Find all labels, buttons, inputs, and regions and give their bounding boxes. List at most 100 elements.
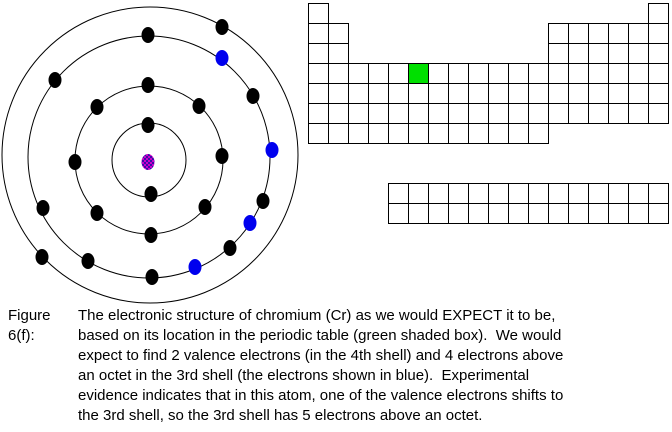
orbit-shell-4	[1, 6, 299, 304]
figure-graphic	[1, 3, 669, 304]
electron-black	[145, 269, 159, 285]
element-cell-fblock	[468, 203, 489, 224]
element-cell	[568, 23, 589, 44]
electron-blue	[215, 50, 229, 66]
element-cell	[628, 63, 649, 84]
element-cell	[648, 3, 669, 24]
electron-blue	[265, 142, 279, 158]
element-cell	[428, 123, 449, 144]
element-cell-fblock	[608, 183, 629, 204]
element-cell	[448, 123, 469, 144]
element-cell-fblock	[568, 183, 589, 204]
periodic-table-outline	[308, 3, 669, 224]
element-cell	[548, 83, 569, 104]
element-cell	[468, 103, 489, 124]
element-cell-fblock	[528, 203, 549, 224]
element-cell	[348, 123, 369, 144]
element-cell	[348, 103, 369, 124]
element-cell	[388, 123, 409, 144]
caption-line-4: an octet in the 3rd shell (the electrons…	[78, 367, 530, 384]
element-cell	[328, 103, 349, 124]
element-cell	[308, 103, 329, 124]
element-cell-fblock	[508, 183, 529, 204]
element-cell	[648, 43, 669, 64]
caption-line-1: The electronic structure of chromium (Cr…	[78, 307, 556, 324]
element-cell	[408, 83, 429, 104]
element-cell	[588, 43, 609, 64]
element-cell-fblock	[608, 203, 629, 224]
electron-black	[35, 249, 49, 265]
element-cell	[568, 43, 589, 64]
element-cell	[368, 63, 389, 84]
element-cell	[628, 103, 649, 124]
element-cell	[428, 103, 449, 124]
chromium-highlight-cell	[408, 63, 429, 84]
element-cell	[528, 63, 549, 84]
figure-caption: Figure 6(f): The electronic structure of…	[8, 306, 563, 426]
element-cell	[468, 123, 489, 144]
element-cell	[388, 103, 409, 124]
electron-blue	[188, 259, 202, 275]
element-cell-fblock	[588, 203, 609, 224]
element-cell	[608, 23, 629, 44]
element-cell	[528, 83, 549, 104]
element-cell	[628, 83, 649, 104]
element-cell-fblock	[588, 183, 609, 204]
caption-line-6: the 3rd shell, so the 3rd shell has 5 el…	[78, 407, 483, 424]
element-cell-fblock	[508, 203, 529, 224]
element-cell	[308, 3, 329, 24]
element-cell	[628, 43, 649, 64]
element-cell	[648, 23, 669, 44]
element-cell	[588, 63, 609, 84]
nucleus	[141, 154, 155, 170]
element-cell	[608, 43, 629, 64]
electron-black	[215, 19, 229, 35]
electron-blue	[243, 215, 257, 231]
caption-line-5: evidence indicates that in this atom, on…	[78, 387, 564, 404]
element-cell-fblock	[488, 203, 509, 224]
element-cell	[328, 83, 349, 104]
element-cell	[568, 83, 589, 104]
element-cell	[448, 83, 469, 104]
element-cell-fblock	[408, 183, 429, 204]
figure-caption-text: The electronic structure of chromium (Cr…	[78, 306, 563, 426]
electron-black	[246, 88, 260, 104]
element-cell	[388, 63, 409, 84]
electron-black	[68, 154, 82, 170]
element-cell	[468, 83, 489, 104]
element-cell	[348, 63, 369, 84]
element-cell	[428, 63, 449, 84]
element-cell	[588, 23, 609, 44]
electron-black	[141, 27, 155, 43]
element-cell-fblock	[628, 203, 649, 224]
element-cell	[568, 103, 589, 124]
element-cell	[448, 103, 469, 124]
electron-black	[81, 253, 95, 269]
electron-black	[192, 98, 206, 114]
element-cell	[648, 63, 669, 84]
element-cell	[328, 43, 349, 64]
caption-line-3: expect to find 2 valence electrons (in t…	[78, 347, 564, 364]
element-cell	[608, 103, 629, 124]
electron-black	[215, 148, 229, 164]
element-cell	[488, 83, 509, 104]
element-cell	[328, 123, 349, 144]
element-cell-fblock	[548, 183, 569, 204]
element-cell	[308, 43, 329, 64]
element-cell	[608, 63, 629, 84]
element-cell	[648, 103, 669, 124]
figure-caption-label: Figure 6(f):	[8, 307, 51, 344]
element-cell	[488, 63, 509, 84]
element-cell-fblock	[528, 183, 549, 204]
caption-line-2: based on its location in the periodic ta…	[78, 327, 562, 344]
element-cell	[328, 23, 349, 44]
element-cell	[648, 83, 669, 104]
element-cell-fblock	[448, 203, 469, 224]
element-cell-fblock	[628, 183, 649, 204]
element-cell	[308, 123, 329, 144]
element-cell-fblock	[488, 183, 509, 204]
element-cell	[408, 123, 429, 144]
electron-black	[90, 99, 104, 115]
element-cell	[368, 103, 389, 124]
element-cell	[528, 103, 549, 124]
